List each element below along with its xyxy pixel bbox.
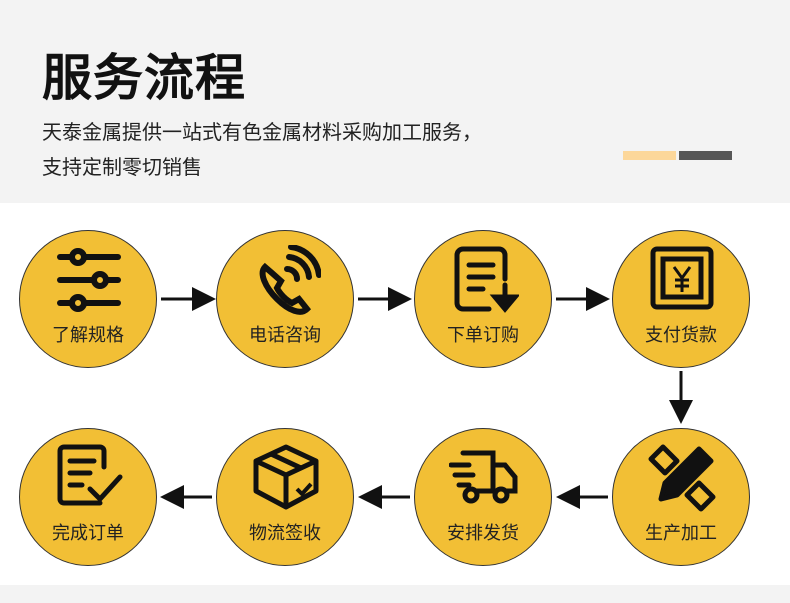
decor-bar-light xyxy=(623,151,676,160)
step-label: 完成订单 xyxy=(52,523,124,544)
header-section: 服务流程 天泰金属提供一站式有色金属材料采购加工服务， 支持定制零切销售 xyxy=(0,0,790,203)
step-order-complete: 完成订单 xyxy=(19,428,157,566)
step-label: 了解规格 xyxy=(52,325,124,346)
step-label: 电话咨询 xyxy=(249,325,321,346)
page-title: 服务流程 xyxy=(42,49,246,107)
step-production: 生产加工 xyxy=(612,428,750,566)
step-payment: 支付货款 xyxy=(612,230,750,368)
checklist-icon xyxy=(57,444,123,506)
step-label: 生产加工 xyxy=(645,523,717,544)
order-download-icon xyxy=(454,246,519,313)
box-icon xyxy=(253,444,319,510)
sliders-icon xyxy=(57,248,121,312)
step-label: 支付货款 xyxy=(645,325,717,346)
step-label: 下单订购 xyxy=(447,325,519,346)
truck-icon xyxy=(449,450,518,504)
pencil-ruler-icon xyxy=(648,444,716,512)
step-delivery-receipt: 物流签收 xyxy=(216,428,354,566)
description-line-1: 天泰金属提供一站式有色金属材料采购加工服务， xyxy=(42,120,482,144)
step-place-order: 下单订购 xyxy=(414,230,552,368)
step-label: 物流签收 xyxy=(249,523,321,544)
decor-bar-dark xyxy=(679,151,732,160)
phone-icon xyxy=(259,245,321,315)
step-phone-consult: 电话咨询 xyxy=(216,230,354,368)
description-line-2: 支持定制零切销售 xyxy=(42,155,202,179)
step-shipping: 安排发货 xyxy=(414,428,552,566)
step-label: 安排发货 xyxy=(447,523,519,544)
step-understand-specs: 了解规格 xyxy=(19,230,157,368)
footer-strip xyxy=(0,585,790,603)
yen-icon xyxy=(650,246,714,310)
